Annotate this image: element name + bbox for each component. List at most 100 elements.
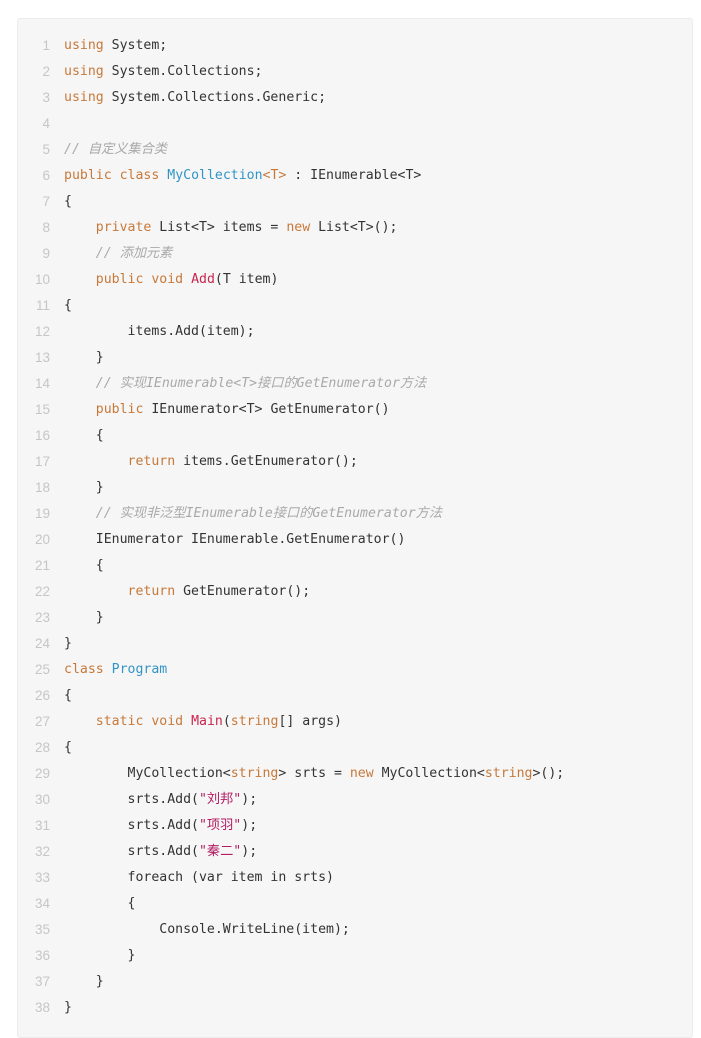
code-token: ); bbox=[241, 844, 258, 859]
code-text: private List<T> items = new List<T>(); bbox=[64, 215, 398, 241]
code-token: void bbox=[151, 714, 184, 729]
code-token bbox=[183, 714, 191, 729]
code-token: IEnumerator<T> GetEnumerator() bbox=[143, 402, 390, 417]
code-token: new bbox=[286, 220, 311, 235]
code-line: 33 foreach (var item in srts) bbox=[18, 865, 692, 891]
code-token: using bbox=[64, 90, 104, 105]
code-text: MyCollection<string> srts = new MyCollec… bbox=[64, 761, 565, 787]
code-token: MyCollection< bbox=[373, 766, 485, 781]
code-token bbox=[64, 714, 96, 729]
code-token: { bbox=[64, 558, 104, 573]
code-line: 9 // 添加元素 bbox=[18, 241, 692, 267]
line-number: 29 bbox=[34, 766, 50, 781]
code-line: 20 IEnumerator IEnumerable.GetEnumerator… bbox=[18, 527, 692, 553]
code-line: 16 { bbox=[18, 423, 692, 449]
code-token: : IEnumerable<T> bbox=[286, 168, 422, 183]
code-text: } bbox=[64, 943, 136, 969]
code-token bbox=[64, 402, 96, 417]
code-token: // 实现非泛型IEnumerable接口的GetEnumerator方法 bbox=[95, 506, 443, 521]
code-token: public bbox=[64, 168, 112, 183]
code-token: { bbox=[64, 298, 72, 313]
code-text: { bbox=[64, 553, 104, 579]
code-line: 28{ bbox=[18, 735, 692, 761]
code-token: MyCollection< bbox=[64, 766, 231, 781]
code-token: // 实现IEnumerable<T>接口的GetEnumerator方法 bbox=[95, 376, 427, 391]
code-line: 12 items.Add(item); bbox=[18, 319, 692, 345]
code-token bbox=[112, 168, 120, 183]
code-line: 21 { bbox=[18, 553, 692, 579]
code-line: 15 public IEnumerator<T> GetEnumerator() bbox=[18, 397, 692, 423]
code-token: foreach (var item in srts) bbox=[64, 870, 334, 885]
code-token: Main bbox=[191, 714, 223, 729]
code-token: // 添加元素 bbox=[95, 246, 173, 261]
code-line: 36 } bbox=[18, 943, 692, 969]
code-text: srts.Add("秦二"); bbox=[64, 839, 258, 865]
code-text: public class MyCollection<T> : IEnumerab… bbox=[64, 163, 421, 189]
code-token: } bbox=[64, 610, 104, 625]
line-number: 25 bbox=[34, 662, 50, 677]
code-text: { bbox=[64, 683, 72, 709]
code-line: 23 } bbox=[18, 605, 692, 631]
code-line: 25 class Program bbox=[18, 657, 692, 683]
code-token: } bbox=[64, 480, 104, 495]
line-number: 24 bbox=[34, 636, 50, 651]
code-line: 14 // 实现IEnumerable<T>接口的GetEnumerator方法 bbox=[18, 371, 692, 397]
code-token: GetEnumerator(); bbox=[175, 584, 311, 599]
code-token: public bbox=[95, 272, 144, 287]
code-line: 4 bbox=[18, 111, 692, 137]
line-number: 1 bbox=[42, 38, 50, 53]
line-number: 33 bbox=[34, 870, 50, 885]
code-token: srts.Add( bbox=[64, 818, 199, 833]
code-text: srts.Add("刘邦"); bbox=[64, 787, 258, 813]
code-text: public void Add(T item) bbox=[64, 267, 279, 293]
code-token bbox=[64, 376, 96, 391]
code-line: 8 private List<T> items = new List<T>(); bbox=[18, 215, 692, 241]
code-line: 24} bbox=[18, 631, 692, 657]
line-number: 20 bbox=[34, 532, 50, 547]
code-token: <T> bbox=[262, 168, 287, 183]
code-line: 35 Console.WriteLine(item); bbox=[18, 917, 692, 943]
line-number: 5 bbox=[42, 142, 50, 157]
code-line: 18 } bbox=[18, 475, 692, 501]
line-number: 8 bbox=[42, 220, 50, 235]
line-number: 23 bbox=[34, 610, 50, 625]
code-text: return items.GetEnumerator(); bbox=[64, 449, 358, 475]
code-line: 22 return GetEnumerator(); bbox=[18, 579, 692, 605]
code-token: // 自定义集合类 bbox=[64, 142, 167, 157]
code-line: 32 srts.Add("秦二"); bbox=[18, 839, 692, 865]
code-token: } bbox=[64, 350, 104, 365]
code-token: new bbox=[349, 766, 374, 781]
code-token: IEnumerator IEnumerable.GetEnumerator() bbox=[64, 532, 406, 547]
code-text: class Program bbox=[64, 657, 167, 683]
code-line: 37 } bbox=[18, 969, 692, 995]
code-token: void bbox=[151, 272, 184, 287]
code-token bbox=[64, 506, 96, 521]
line-number: 37 bbox=[34, 974, 50, 989]
code-token: (T item) bbox=[214, 272, 279, 287]
code-token: >(); bbox=[532, 766, 565, 781]
code-token: } bbox=[64, 948, 136, 963]
code-token bbox=[64, 246, 96, 261]
code-text: } bbox=[64, 605, 104, 631]
code-token: } bbox=[64, 636, 72, 651]
code-token: Console.WriteLine(item); bbox=[64, 922, 350, 937]
line-number: 22 bbox=[34, 584, 50, 599]
line-number: 12 bbox=[34, 324, 50, 339]
code-text: { bbox=[64, 891, 136, 917]
code-token: [] args) bbox=[278, 714, 342, 729]
code-line: 11{ bbox=[18, 293, 692, 319]
code-token: class bbox=[119, 168, 160, 183]
code-token: public bbox=[95, 402, 144, 417]
code-token: "刘邦" bbox=[198, 792, 242, 807]
code-token: System; bbox=[103, 38, 168, 53]
code-line: 13 } bbox=[18, 345, 692, 371]
code-text: Console.WriteLine(item); bbox=[64, 917, 350, 943]
code-token: string bbox=[230, 766, 279, 781]
code-line: 27 static void Main(string[] args) bbox=[18, 709, 692, 735]
code-token: { bbox=[64, 194, 72, 209]
line-number: 4 bbox=[42, 116, 50, 131]
code-line: 10 public void Add(T item) bbox=[18, 267, 692, 293]
line-number: 7 bbox=[42, 194, 50, 209]
code-text: using System.Collections.Generic; bbox=[64, 85, 326, 111]
code-token: { bbox=[64, 896, 136, 911]
